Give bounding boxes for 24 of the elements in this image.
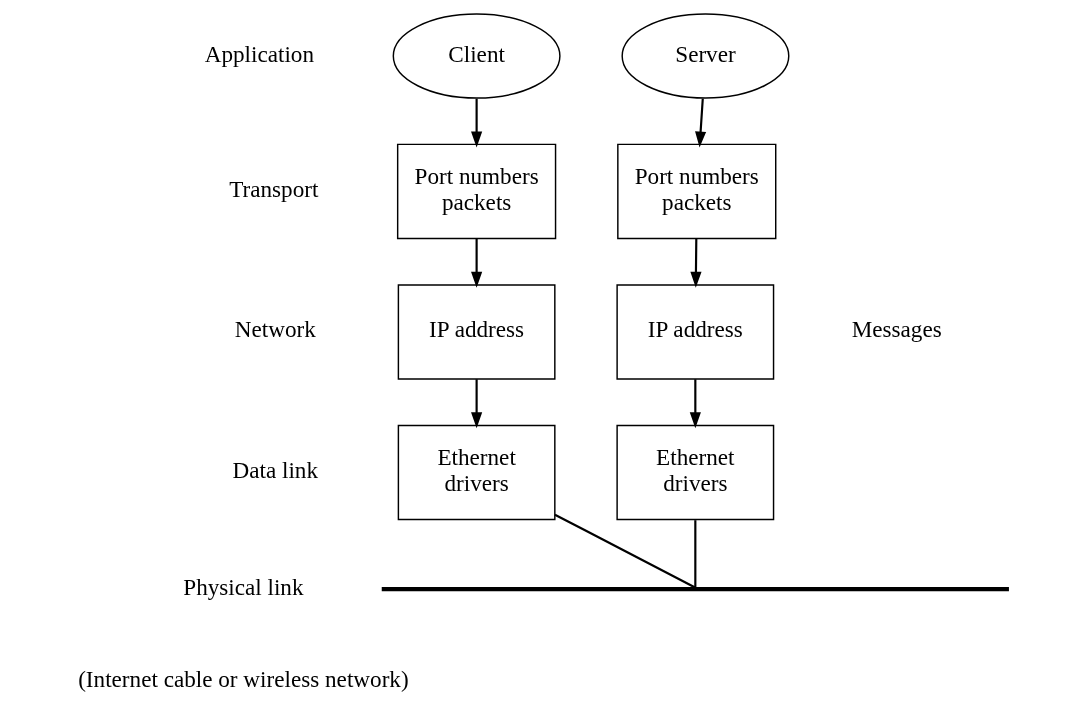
node-box: Ethernet drivers: [615, 424, 774, 521]
arrow: [470, 238, 482, 288]
label: Data link: [232, 456, 318, 483]
arrow: [694, 98, 706, 148]
label: Network: [234, 316, 316, 343]
node-box: Ethernet drivers: [397, 424, 556, 521]
arrow: [689, 238, 702, 288]
connector: [693, 520, 696, 588]
node-ellipse: Server: [620, 13, 789, 99]
node-bar: [381, 586, 1009, 592]
arrow: [470, 379, 482, 429]
node-box: IP address: [615, 284, 774, 380]
node-box: Port numbers packets: [396, 143, 556, 240]
label: Application: [204, 40, 314, 67]
label: Physical link: [182, 573, 304, 600]
arrow: [689, 379, 701, 429]
label: Messages: [851, 316, 942, 343]
node-ellipse: Client: [392, 13, 561, 99]
arrow: [470, 98, 482, 148]
node-box: Port numbers packets: [616, 143, 776, 240]
connector: [553, 513, 696, 589]
label: (Internet cable or wireless network): [77, 666, 409, 693]
label: Transport: [228, 175, 318, 202]
node-box: IP address: [397, 284, 556, 380]
